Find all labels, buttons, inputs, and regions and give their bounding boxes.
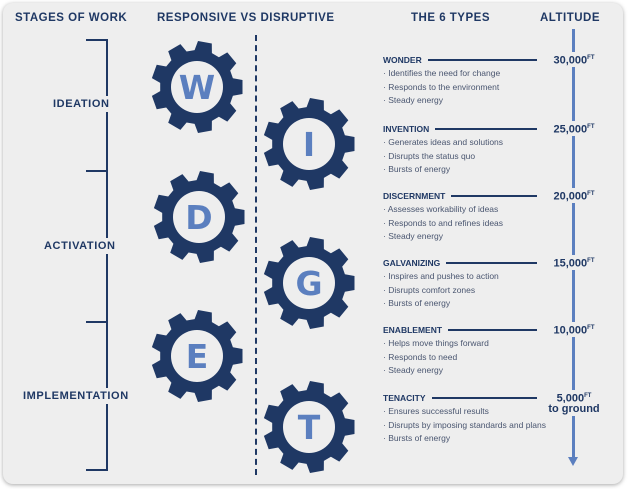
type-name: TENACITY xyxy=(383,392,426,403)
gear-letter: G xyxy=(295,264,322,303)
type-enablement: ENABLEMENT 10,000FT · Helps move things fo… xyxy=(383,321,603,378)
type-wonder: WONDER 30,000FT · Identifies the need for … xyxy=(383,51,603,108)
header-types: THE 6 TYPES xyxy=(411,12,490,24)
type-connector-line xyxy=(431,396,537,399)
type-connector-line xyxy=(451,194,537,197)
stage-activation: ACTIVATION xyxy=(44,238,116,254)
type-bullet: · Ensures successful results xyxy=(383,406,489,416)
type-connector-line xyxy=(446,261,537,264)
type-bullet: · Helps move things forward xyxy=(383,338,489,348)
altitude-value: 10,000FT xyxy=(545,321,603,338)
gear-icon-e: E xyxy=(149,308,245,404)
type-bullet: · Bursts of energy xyxy=(383,433,451,443)
gear-letter: D xyxy=(185,198,212,237)
type-name: WONDER xyxy=(383,54,422,65)
bracket-tick xyxy=(86,170,108,172)
gear-letter: I xyxy=(303,125,315,164)
type-name: GALVANIZING xyxy=(383,257,441,268)
gear-icon-g: G xyxy=(261,235,357,331)
widget-diagram: STAGES OF WORK RESPONSIVE VS DISRUPTIVE … xyxy=(3,3,623,484)
type-galvanizing: GALVANIZING 15,000FT · Inspires and pushes… xyxy=(383,254,603,311)
gear-letter: E xyxy=(186,337,209,376)
type-bullet: · Identifies the need for change xyxy=(383,68,501,78)
gear-icon-i: I xyxy=(261,96,357,192)
stage-ideation: IDEATION xyxy=(53,96,110,112)
type-bullet: · Bursts of energy xyxy=(383,298,451,308)
altitude-arrow-line xyxy=(572,29,575,459)
gear-letter: T xyxy=(298,408,321,447)
type-name: INVENTION xyxy=(383,123,430,134)
bracket-tick xyxy=(86,469,108,471)
type-connector-line xyxy=(435,127,537,130)
type-bullet: · Steady energy xyxy=(383,95,444,105)
type-name: DISCERNMENT xyxy=(383,190,446,201)
type-bullet: · Responds to and refines ideas xyxy=(383,217,504,228)
gear-icon-w: W xyxy=(149,39,245,135)
stage-implementation: IMPLEMENTATION xyxy=(23,388,129,404)
altitude-value: 20,000FT xyxy=(545,187,603,204)
type-bullet: · Responds to need xyxy=(383,351,458,362)
type-bullet: · Bursts of energy xyxy=(383,164,451,174)
type-bullet: · Steady energy xyxy=(383,365,444,375)
altitude-value: 30,000FT xyxy=(545,51,603,68)
type-bullet: · Disrupts by imposing standards and pla… xyxy=(383,419,547,430)
bracket-tick xyxy=(86,321,108,323)
bracket-tick xyxy=(86,39,108,41)
header-stages: STAGES OF WORK xyxy=(15,12,128,24)
altitude-value: 15,000FT xyxy=(545,254,603,271)
type-name: ENABLEMENT xyxy=(383,324,443,335)
type-discernment: DISCERNMENT 20,000FT · Assesses workabilit… xyxy=(383,187,603,244)
type-bullet: · Inspires and pushes to action xyxy=(383,271,499,281)
header-responsive-disruptive: RESPONSIVE VS DISRUPTIVE xyxy=(157,12,335,24)
header-altitude: ALTITUDE xyxy=(540,12,601,24)
altitude-value: 25,000FT xyxy=(545,120,603,137)
gear-icon-t: T xyxy=(261,379,357,475)
gear-icon-d: D xyxy=(151,169,247,265)
type-bullet: · Steady energy xyxy=(383,231,444,241)
type-bullet: · Generates ideas and solutions xyxy=(383,137,504,147)
gear-letter: W xyxy=(179,68,215,107)
type-bullet: · Responds to the environment xyxy=(383,81,500,92)
dashed-divider xyxy=(255,35,257,475)
stage-bracket-line xyxy=(106,39,108,470)
type-invention: INVENTION 25,000FT · Generates ideas and s… xyxy=(383,120,603,177)
altitude-extra: to ground xyxy=(545,402,603,416)
arrow-down-icon xyxy=(568,457,578,466)
type-connector-line xyxy=(427,58,537,61)
type-connector-line xyxy=(448,328,537,331)
type-bullet: · Disrupts the status quo xyxy=(383,150,476,161)
type-bullet: · Disrupts comfort zones xyxy=(383,284,476,295)
type-bullet: · Assesses workability of ideas xyxy=(383,204,499,214)
